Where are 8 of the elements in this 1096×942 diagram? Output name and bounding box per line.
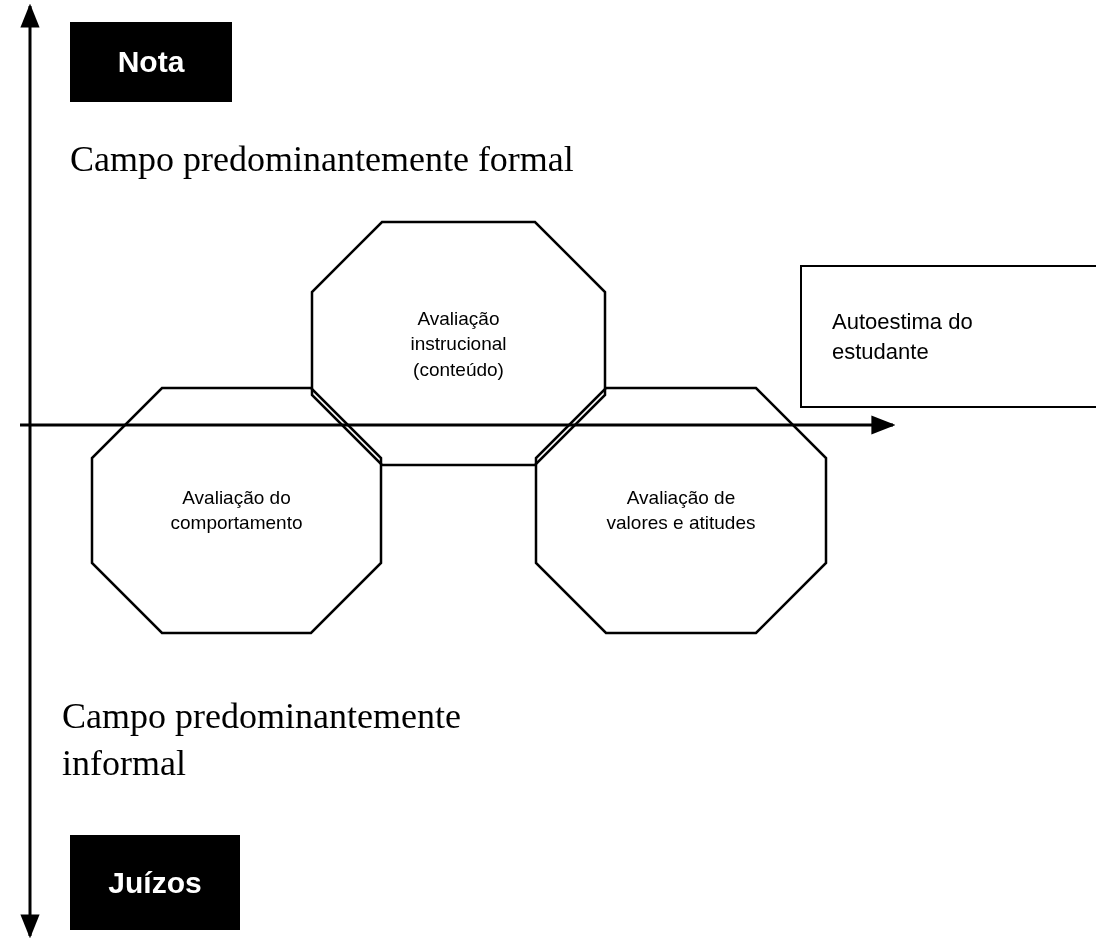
heading-box: Juízos — [70, 835, 240, 930]
field-label: Campo predominantemente formal — [70, 138, 575, 181]
octagon-label: Avaliação instrucional (conteúdo) — [409, 306, 508, 382]
field-label: Campo predominantemente informal — [62, 695, 462, 785]
octagon-label: Avaliação de valores e atitudes — [605, 485, 757, 536]
heading-box: Nota — [70, 22, 232, 102]
octagon-label: Avaliação do comportamento — [169, 485, 304, 536]
text-box: Autoestima do estudante — [800, 265, 1096, 408]
